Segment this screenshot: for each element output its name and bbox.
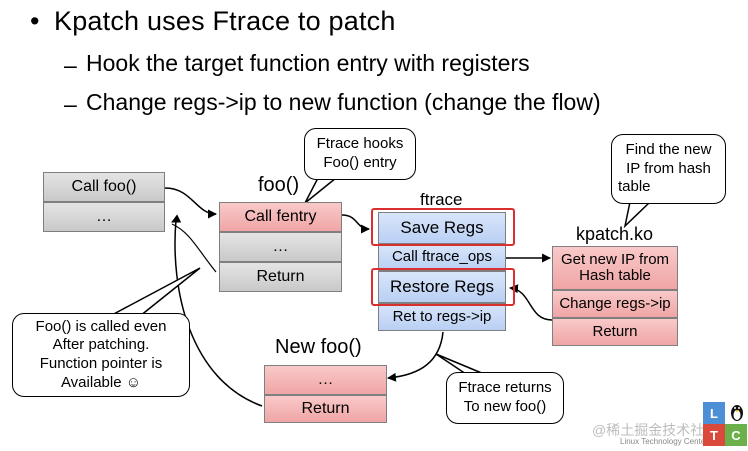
foo-call-fentry: Call fentry [219, 202, 342, 232]
callout-called-line1: Foo() is called even [35, 317, 167, 335]
callout-ftrace-returns: Ftrace returns To new foo() [446, 372, 564, 424]
callout-hooks-line1: Ftrace hooks [316, 135, 404, 153]
newfoo-dots: … [264, 365, 387, 395]
callout-find-ip: Find the new IP from hash table [611, 134, 726, 204]
logo-letter-c: C [725, 424, 747, 446]
callout-returns-line2: To new foo() [463, 398, 547, 415]
bullet-marker: • [30, 6, 40, 36]
dash-marker-1: – [64, 52, 77, 78]
callout-hooks-line2: Foo() entry [323, 154, 397, 171]
ftrace-title: ftrace [420, 190, 463, 209]
newfoo-title: New foo() [275, 336, 362, 358]
caller-call-foo: Call foo() [43, 172, 165, 202]
foo-dots: … [219, 232, 342, 262]
callout-ftrace-hooks: Ftrace hooks Foo() entry [304, 128, 416, 180]
tail-findip [623, 201, 651, 229]
restore-regs-highlight [371, 268, 515, 306]
slide-title: Kpatch uses Ftrace to patch [54, 6, 396, 36]
callout-returns-line1: Ftrace returns [458, 379, 552, 397]
arrow-foo-return-caller [171, 223, 217, 273]
kpatch-return: Return [552, 318, 678, 346]
dash-marker-2: – [64, 91, 77, 117]
caller-dots: … [43, 202, 165, 232]
subpoint-hook: Hook the target function entry with regi… [86, 50, 530, 76]
arrow-kpatch-restore [509, 284, 553, 321]
logo-letter-l: L [703, 402, 725, 424]
ftrace-call-ops: Call ftrace_ops [378, 244, 506, 271]
callout-findip-line2: IP from hash [626, 159, 711, 177]
callout-called-line4: Available ☺ [60, 373, 142, 391]
kpatch-title: kpatch.ko [576, 224, 654, 244]
tail-returns [435, 353, 485, 375]
tail-called [109, 267, 201, 317]
callout-called-line2: After patching. [52, 336, 150, 354]
watermark-center: Linux Technology Center [620, 437, 708, 446]
watermark-juejin: @稀土掘金技术社区 [592, 422, 719, 438]
tail-hooks [304, 177, 337, 204]
logo-letter-t: T [703, 424, 725, 446]
subpoint-change: Change regs->ip to new function (change … [86, 89, 601, 115]
save-regs-highlight [371, 208, 515, 246]
newfoo-return: Return [264, 395, 387, 423]
callout-called-after-patch: Foo() is called even After patching. Fun… [12, 313, 190, 397]
kpatch-get-ip: Get new IP from Hash table [552, 246, 678, 290]
callout-findip-line1: Find the new [625, 140, 712, 158]
arrow-call-foo [164, 187, 217, 219]
ftrace-restore-regs: Restore Regs [378, 271, 506, 303]
arrow-fentry-save [341, 214, 370, 234]
ftrace-ret-regs: Ret to regs->ip [378, 303, 506, 331]
arrow-ret-newfoo [387, 331, 444, 382]
callout-findip-line3: table [618, 178, 651, 196]
callout-called-line3: Function pointer is [39, 355, 163, 372]
kpatch-get-ip-line2: Hash table [579, 267, 651, 284]
foo-title: foo() [258, 174, 300, 196]
kpatch-get-ip-line1: Get new IP from [560, 250, 670, 268]
penguin-icon [728, 402, 746, 422]
kpatch-change-ip: Change regs->ip [552, 290, 678, 318]
foo-return: Return [219, 262, 342, 292]
ftrace-save-regs: Save Regs [378, 212, 506, 244]
